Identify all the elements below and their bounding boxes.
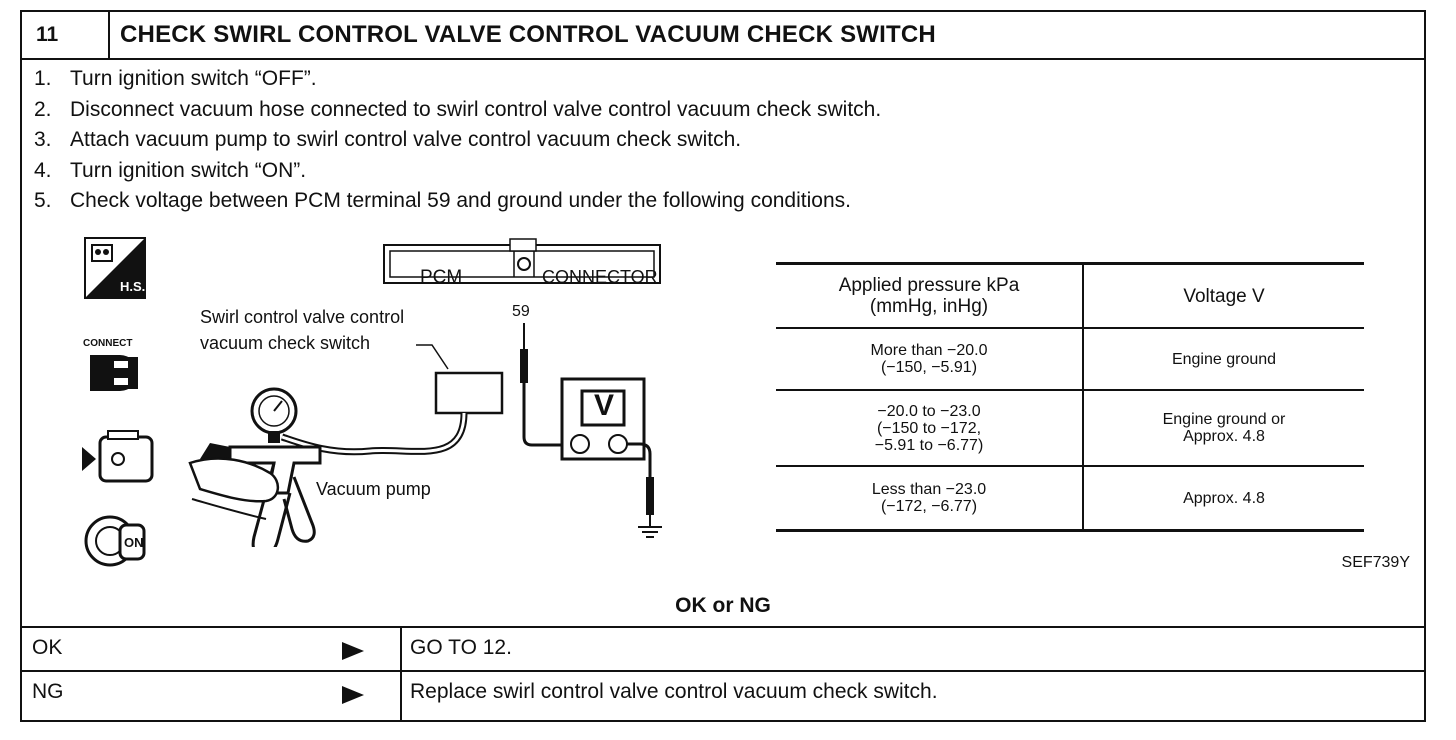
ok-ng-prompt: OK or NG [675, 594, 771, 617]
result-action: GO TO 12. [400, 628, 1424, 672]
terminal-number: 59 [512, 303, 530, 320]
pump-label: Vacuum pump [316, 479, 431, 499]
instruction-list: 1.Turn ignition switch “OFF”. 2.Disconne… [34, 64, 881, 217]
icon-column: H.S. CONNECT ON [78, 237, 168, 577]
step-header: 11 CHECK SWIRL CONTROL VALVE CONTROL VAC… [22, 12, 1424, 60]
instruction-item: 2.Disconnect vacuum hose connected to sw… [34, 97, 882, 121]
instruction-item: 5.Check voltage between PCM terminal 59 … [34, 189, 851, 212]
instruction-item: 4.Turn ignition switch “ON”. [34, 158, 307, 182]
test-diagram: PCM CONNECTOR 59 Swirl control valve con… [170, 237, 690, 547]
step-title: CHECK SWIRL CONTROL VALVE CONTROL VACUUM… [120, 21, 936, 48]
svg-text:CONNECT: CONNECT [83, 338, 132, 349]
instruction-item: 3.Attach vacuum pump to swirl control va… [34, 128, 742, 151]
table-row: More than −20.0(−150, −5.91) Engine grou… [776, 328, 1364, 391]
result-row-ng: NG Replace swirl control valve control v… [22, 670, 1424, 722]
result-label: NG [32, 680, 64, 703]
diagram-art [188, 238, 662, 547]
pressure-cell: Less than −23.0(−172, −6.77) [776, 466, 1084, 532]
pcm-label: PCM [420, 267, 463, 288]
connect-icon: CONNECT [83, 338, 138, 391]
connector-label: CONNECTOR [542, 267, 658, 287]
pressure-cell: −20.0 to −23.0(−150 to −172,−5.91 to −6.… [776, 390, 1084, 467]
instruction-item: 1.Turn ignition switch “OFF”. [34, 67, 317, 90]
table-row: Less than −23.0(−172, −6.77) Approx. 4.8 [776, 466, 1364, 532]
voltmeter-symbol: V [594, 389, 615, 422]
pressure-column-header: Applied pressure kPa (mmHg, inHg) [776, 262, 1084, 329]
figure-code: SEF739Y [1341, 554, 1410, 571]
voltage-cell: Approx. 4.8 [1083, 466, 1364, 532]
result-label: OK [32, 636, 63, 659]
result-row-ok: OK GO TO 12. [22, 626, 1424, 672]
switch-label-line1: Swirl control valve control [200, 307, 405, 327]
switch-label-line2: vacuum check switch [200, 333, 371, 353]
pressure-cell: More than −20.0(−150, −5.91) [776, 328, 1084, 391]
svg-text:ON: ON [124, 535, 144, 550]
table-row: −20.0 to −23.0(−150 to −172,−5.91 to −6.… [776, 390, 1364, 467]
procedure-box: 11 CHECK SWIRL CONTROL VALVE CONTROL VAC… [20, 10, 1426, 722]
ignition-key-on-icon: ON [84, 515, 146, 567]
right-arrow-icon [342, 642, 364, 660]
voltage-cell: Engine ground [1083, 328, 1364, 391]
spec-table: Applied pressure kPa (mmHg, inHg) Voltag… [776, 262, 1364, 532]
voltage-column-header: Voltage V [1083, 262, 1364, 329]
step-number: 11 [22, 12, 110, 58]
hs-tool-icon: H.S. [84, 237, 146, 299]
svg-text:H.S.: H.S. [120, 279, 145, 294]
result-action: Replace swirl control valve control vacu… [400, 672, 1424, 722]
spec-header-row: Applied pressure kPa (mmHg, inHg) Voltag… [776, 262, 1364, 329]
engine-icon [82, 430, 154, 483]
right-arrow-icon [342, 686, 364, 704]
